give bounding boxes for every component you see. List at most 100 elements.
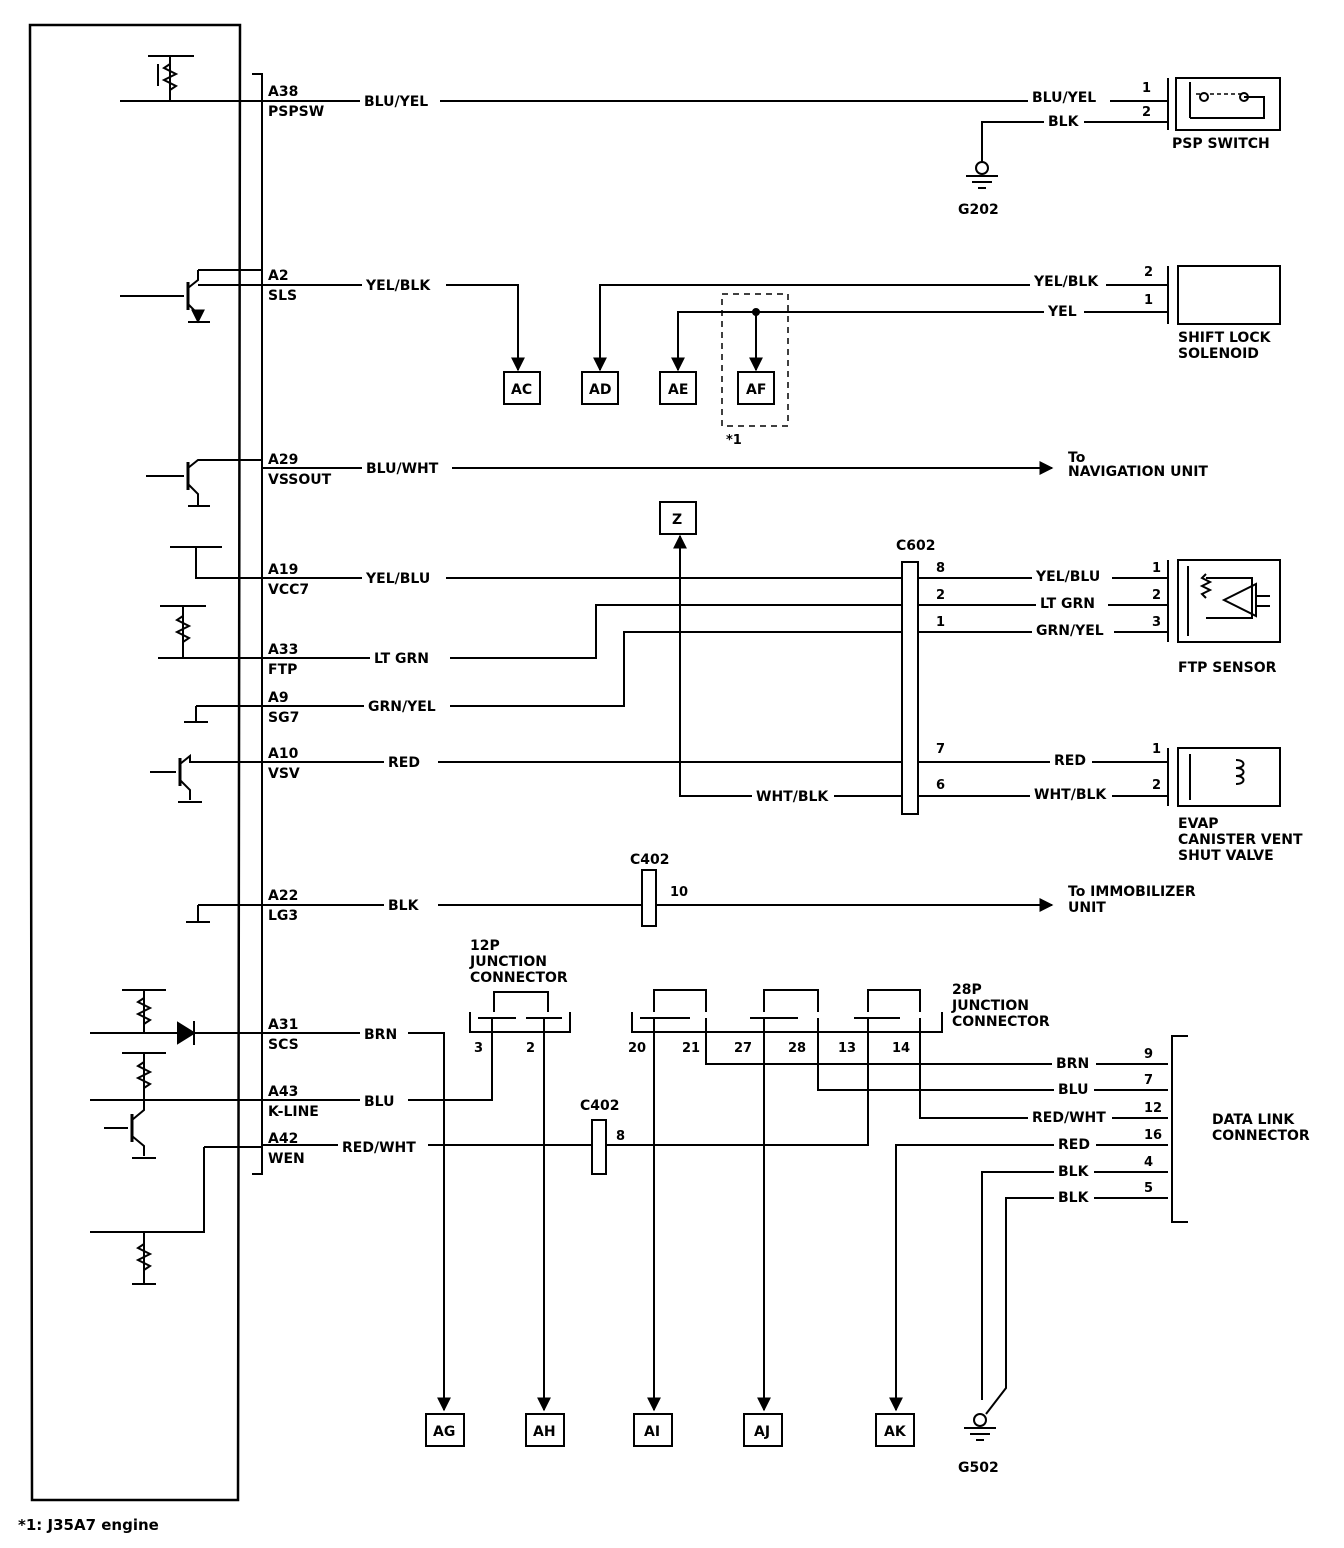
immobilizer-unit: UNIT — [1068, 900, 1106, 916]
dlc-label-2: CONNECTOR — [1212, 1128, 1310, 1144]
ecm-wire-labels: BLU/YEL YEL/BLK BLU/WHT YEL/BLU LT GRN G… — [338, 90, 452, 1156]
pin-a33: A33 — [268, 642, 298, 658]
ground-g502: G502 — [958, 1460, 999, 1476]
pin-a19: A19 — [268, 562, 298, 578]
evap-labels: 1 2 EVAP CANISTER VENT SHUT VALVE — [1152, 742, 1303, 864]
jc28-pin-28: 28 — [788, 1041, 806, 1056]
c402-top-pin: 10 — [670, 885, 688, 900]
data-link-connector-circuit — [889, 1035, 1188, 1441]
psp-switch-labels: BLU/YEL BLK 1 2 PSP SWITCH G202 — [958, 81, 1270, 218]
box-ah: AH — [533, 1424, 556, 1440]
c402-top-label: C402 — [630, 852, 670, 868]
ftp-pin-3: 3 — [1152, 615, 1161, 630]
psp-pin-2: 2 — [1142, 105, 1151, 120]
evap-pin-2: 2 — [1152, 778, 1161, 793]
pin-a19-name: VCC7 — [268, 582, 309, 598]
c602-label: C602 — [896, 538, 936, 554]
c402-bottom-pin: 8 — [616, 1129, 625, 1144]
wire-a19: YEL/BLU — [365, 571, 430, 587]
jc12-line1: 12P — [470, 938, 500, 954]
evap-pin-1: 1 — [1152, 742, 1161, 757]
jc12-pin-2: 2 — [526, 1041, 535, 1056]
dlc-pin-12: 12 — [1144, 1101, 1162, 1116]
c602-wire-yelblu: YEL/BLU — [1035, 569, 1100, 585]
pin-a29: A29 — [268, 452, 298, 468]
wire-a43: BLU — [364, 1094, 394, 1110]
pin-a10-name: VSV — [268, 766, 300, 782]
destination-box-labels: AC AD AE AF *1 Z AG AH AI AJ AK — [433, 382, 907, 1440]
pin-a9-name: SG7 — [268, 710, 299, 726]
pin-a38: A38 — [268, 84, 298, 100]
dlc-pin-9: 9 — [1144, 1047, 1153, 1062]
junction-connector-12p — [262, 991, 571, 1412]
wire-a22: BLK — [388, 898, 420, 914]
shift-lock-circuit — [262, 265, 1281, 427]
c602-pin-6: 6 — [936, 778, 945, 793]
psp-wire-1: BLU/YEL — [1032, 90, 1096, 106]
box-ae: AE — [668, 382, 688, 398]
dlc-pin-16: 16 — [1144, 1128, 1162, 1143]
pin-a43-name: K-LINE — [268, 1104, 319, 1120]
pin-a42-name: WEN — [268, 1151, 305, 1167]
wire-a9: GRN/YEL — [368, 699, 436, 715]
c602-wire-grnyel: GRN/YEL — [1036, 623, 1104, 639]
dlc-pin-7: 7 — [1144, 1073, 1153, 1088]
jc28-line2: JUNCTION — [951, 998, 1029, 1014]
jc12-line3: CONNECTOR — [470, 970, 568, 986]
evap-label-3: SHUT VALVE — [1178, 848, 1274, 864]
box-aj: AJ — [754, 1424, 770, 1440]
shift-lock-labels: YEL/BLK YEL 2 1 SHIFT LOCK SOLENOID — [1030, 265, 1272, 362]
dlc-wire-blk-5: BLK — [1058, 1190, 1090, 1206]
dlc-wire-blu: BLU — [1058, 1082, 1088, 1098]
immobilizer-circuit — [262, 869, 1054, 927]
ftp-pin-2: 2 — [1152, 588, 1161, 603]
c602-pin-8: 8 — [936, 561, 945, 576]
jc28-pin-21: 21 — [682, 1041, 700, 1056]
psp-switch-label: PSP SWITCH — [1172, 136, 1270, 152]
pin-a33-name: FTP — [268, 662, 297, 678]
dlc-pin-4: 4 — [1144, 1155, 1153, 1170]
pin-a22: A22 — [268, 888, 298, 904]
destination-boxes — [425, 371, 915, 1447]
c602-pin-1: 1 — [936, 615, 945, 630]
shift-lock-pin-1: 1 — [1144, 293, 1153, 308]
shift-lock-label-1: SHIFT LOCK — [1178, 330, 1272, 346]
c602-wire-red: RED — [1054, 753, 1086, 769]
dlc-wire-blk-4: BLK — [1058, 1164, 1090, 1180]
pin-a43: A43 — [268, 1084, 298, 1100]
box-ak: AK — [884, 1424, 907, 1440]
wire-a31: BRN — [364, 1027, 397, 1043]
dlc-label-1: DATA LINK — [1212, 1112, 1295, 1128]
shift-lock-wire-1: YEL — [1047, 304, 1077, 320]
af-note: *1 — [726, 433, 742, 448]
jc12-line2: JUNCTION — [469, 954, 547, 970]
wire-a42: RED/WHT — [342, 1140, 416, 1156]
wire-a33: LT GRN — [374, 651, 429, 667]
psp-pin-1: 1 — [1142, 81, 1151, 96]
jc28-pin-13: 13 — [838, 1041, 856, 1056]
shift-lock-wire-2: YEL/BLK — [1033, 274, 1099, 290]
pin-a42: A42 — [268, 1131, 298, 1147]
wire-a2: YEL/BLK — [365, 278, 431, 294]
box-ad: AD — [589, 382, 611, 398]
immobilizer-to: To IMMOBILIZER — [1068, 884, 1196, 900]
jc28-line1: 28P — [952, 982, 982, 998]
ground-g202: G202 — [958, 202, 999, 218]
nav-unit: NAVIGATION UNIT — [1068, 464, 1208, 480]
c602-pin-2: 2 — [936, 588, 945, 603]
pin-a2-name: SLS — [268, 288, 297, 304]
box-af: AF — [746, 382, 766, 398]
junction-12p-labels: 12P JUNCTION CONNECTOR 3 2 — [469, 938, 568, 1056]
box-ac: AC — [511, 382, 532, 398]
ftp-sensor-labels: 1 2 3 FTP SENSOR — [1152, 561, 1277, 676]
box-ag: AG — [433, 1424, 455, 1440]
wire-a38: BLU/YEL — [364, 94, 428, 110]
jc12-pin-3: 3 — [474, 1041, 483, 1056]
c602-pin-7: 7 — [936, 742, 945, 757]
evap-label-1: EVAP — [1178, 816, 1219, 832]
jc28-pin-27: 27 — [734, 1041, 752, 1056]
ftp-pin-1: 1 — [1152, 561, 1161, 576]
z-wire-whtblk: WHT/BLK — [756, 789, 829, 805]
shift-lock-label-2: SOLENOID — [1178, 346, 1259, 362]
